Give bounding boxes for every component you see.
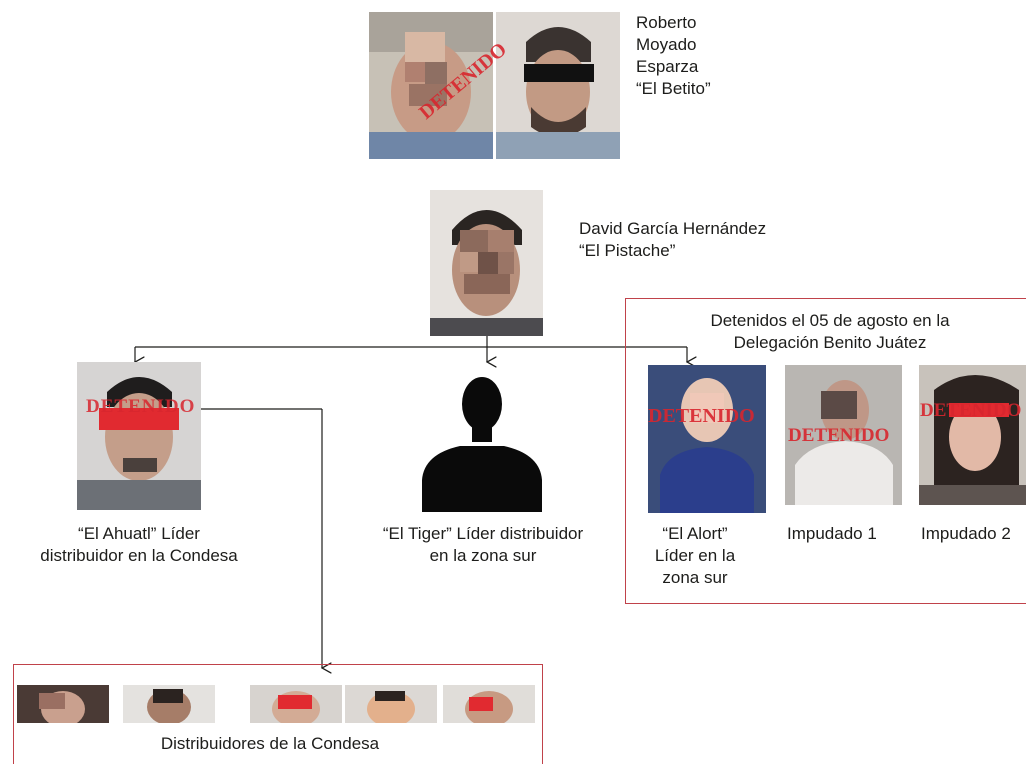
- alort-photo: [648, 365, 766, 513]
- betito-name-line-3: Esparza: [636, 57, 699, 76]
- betito-name: Roberto Moyado Esparza “El Betito”: [636, 12, 756, 100]
- alort-caption-line-3: zona sur: [662, 568, 728, 587]
- betito-name-line-1: Roberto: [636, 13, 697, 32]
- betito-photo-left: [369, 12, 493, 159]
- distributor-photo-1: [17, 685, 109, 723]
- pistache-name-line-1: David García Hernández: [579, 219, 767, 238]
- ahuatl-caption: “El Ahuatl” Líder distribuidor en la Con…: [20, 523, 258, 567]
- impudado-2-photo: [919, 365, 1026, 505]
- impudado-1-photo: [785, 365, 902, 505]
- ahuatl-photo: [77, 362, 201, 510]
- tiger-caption-line-1: “El Tiger” Líder distribuidor: [382, 524, 584, 543]
- pistache-name: David García Hernández “El Pistache”: [579, 218, 839, 262]
- alort-detenido-stamp: DETENIDO: [648, 405, 755, 427]
- distributor-photo-5: [443, 685, 535, 723]
- tiger-caption-line-2: en la zona sur: [429, 546, 537, 565]
- alort-caption-line-1: “El Alort”: [662, 524, 728, 543]
- impudado-1-detenido-stamp: DETENIDO: [788, 425, 890, 446]
- distributor-photo-2: [123, 685, 215, 723]
- detained-group-title: Detenidos el 05 de agosto en la Delegaci…: [640, 310, 1020, 354]
- detained-group-box: [625, 298, 1026, 604]
- impudado-2-detenido-stamp: DETENIDO: [920, 400, 1022, 421]
- distributors-box: [13, 664, 543, 764]
- tiger-silhouette-icon: [420, 362, 544, 512]
- alort-caption: “El Alort” Líder en la zona sur: [640, 523, 750, 589]
- betito-photo-right: [496, 12, 620, 159]
- impudado-1-caption: Impudado 1: [787, 524, 877, 543]
- pistache-photo: [430, 190, 543, 336]
- alort-caption-line-2: Líder en la: [654, 546, 736, 565]
- detained-group-title-line-1: Detenidos el 05 de agosto en la: [710, 311, 950, 330]
- ahuatl-detenido-stamp: DETENIDO: [86, 396, 196, 417]
- pistache-name-line-2: “El Pistache”: [579, 241, 676, 260]
- ahuatl-caption-line-1: “El Ahuatl” Líder: [78, 524, 200, 543]
- impudado-2-caption: Impudado 2: [921, 524, 1011, 543]
- ahuatl-caption-line-2: distribuidor en la Condesa: [40, 546, 238, 565]
- distributor-photo-3: [250, 685, 342, 723]
- detained-group-title-line-2: Delegación Benito Juátez: [733, 333, 927, 352]
- tiger-caption: “El Tiger” Líder distribuidor en la zona…: [350, 523, 616, 567]
- betito-name-line-4: “El Betito”: [636, 79, 711, 98]
- distributor-photo-4: [345, 685, 437, 723]
- distributors-caption: Distribuidores de la Condesa: [160, 734, 380, 753]
- betito-name-line-2: Moyado: [636, 35, 697, 54]
